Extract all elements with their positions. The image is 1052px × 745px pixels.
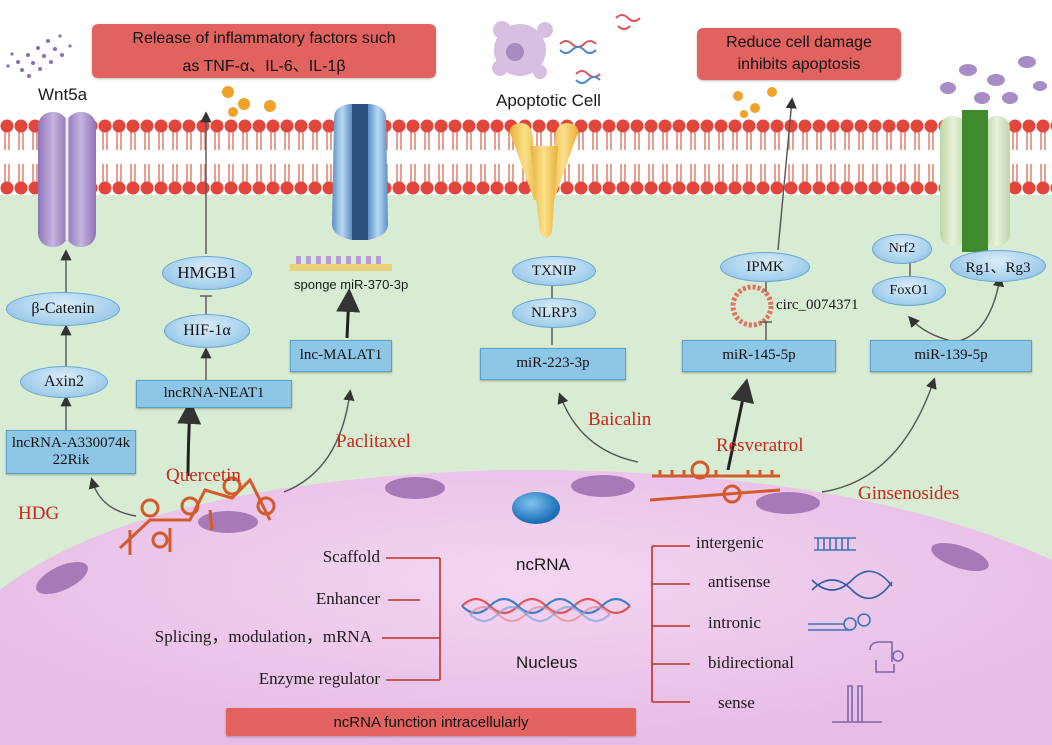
- rg1-rg3-node: Rg1、Rg3: [950, 250, 1046, 282]
- type-intronic: intronic: [708, 613, 761, 632]
- nucleus: [0, 469, 1052, 745]
- reduce-banner-line2: inhibits apoptosis: [737, 56, 861, 73]
- type-intergenic: intergenic: [696, 533, 764, 552]
- circrna-icon: [730, 284, 774, 328]
- mir-223-3p-box: miR-223-3p: [480, 348, 626, 380]
- hif-1a-node: HIF-1α: [164, 314, 250, 348]
- ncrna-strand-icon: [461, 597, 631, 623]
- nrf2-node: Nrf2: [872, 234, 932, 264]
- function-banner-text: ncRNA function intracellularly: [333, 714, 529, 731]
- reduce-banner-line1: Reduce cell damage: [726, 34, 872, 51]
- beta-catenin-node: β-Catenin: [6, 292, 120, 326]
- reduce-damage-banner: Reduce cell damage inhibits apoptosis: [697, 28, 901, 80]
- sponge-mir-370-3p-label: sponge miR-370-3p: [294, 277, 409, 292]
- antisense-icon: [811, 570, 893, 600]
- hdg-rna-icon: [118, 476, 276, 555]
- inflammatory-banner: Release of inflammatory factors such as …: [92, 24, 436, 78]
- apoptotic-cell-icon: [492, 21, 553, 79]
- inflammatory-banner-line2: as TNF-α、IL-6、IL-1β: [182, 58, 346, 75]
- intergenic-icon: [814, 537, 856, 551]
- wnt5a-particles-icon: [6, 34, 72, 78]
- nlrp3-node: NLRP3: [512, 298, 596, 328]
- txnip-node: TXNIP: [512, 256, 596, 286]
- type-bidirectional: bidirectional: [708, 653, 794, 672]
- function-bracket: [382, 557, 441, 681]
- ncrna-label: ncRNA: [516, 555, 570, 574]
- sense-icon: [832, 685, 882, 723]
- hdg-label: HDG: [18, 503, 60, 524]
- dna-fragment-icon: [559, 14, 641, 84]
- function-banner: ncRNA function intracellularly: [226, 708, 636, 736]
- lncrna-a330074k22rik-box: lncRNA-A330074k22Rik: [6, 430, 136, 474]
- nucleus-label: Nucleus: [516, 653, 578, 672]
- apoptotic-cell-label: Apoptotic Cell: [496, 91, 601, 110]
- hmgb1-node: HMGB1: [162, 256, 252, 290]
- quercetin-label: Quercetin: [166, 465, 241, 486]
- lnc-malat1-box: lnc-MALAT1: [290, 340, 392, 372]
- bidirectional-icon: [869, 641, 904, 673]
- type-bracket: [651, 545, 690, 703]
- resveratrol-rna-icon: [649, 460, 781, 504]
- intronic-icon: [808, 613, 871, 631]
- resveratrol-label: Resveratrol: [716, 435, 804, 456]
- nucleolus: [512, 492, 560, 524]
- malat1-channel-icon: [332, 104, 388, 240]
- apoptosis-receptor-icon: [509, 123, 579, 238]
- lncrna-a330074k22rik-text: lncRNA-A330074k22Rik: [11, 434, 131, 468]
- wnt5a-label: Wnt5a: [38, 85, 88, 104]
- lncrna-neat1-box: lncRNA-NEAT1: [136, 380, 292, 408]
- ginsenosides-label: Ginsenosides: [858, 483, 960, 504]
- frizzled-receptor-icon: [38, 112, 96, 247]
- inflammatory-factor-dots: [222, 86, 777, 118]
- function-splicing: Splicing，modulation，mRNA: [154, 627, 372, 646]
- type-sense: sense: [718, 693, 755, 712]
- axin2-node: Axin2: [20, 366, 108, 398]
- foxo1-node: FoxO1: [872, 276, 946, 306]
- mir-145-5p-box: miR-145-5p: [682, 340, 836, 372]
- function-scaffold: Scaffold: [322, 547, 380, 566]
- sponge-rna-icon: [290, 256, 392, 271]
- function-enzyme-regulator: Enzyme regulator: [258, 669, 380, 688]
- type-icons: [808, 537, 904, 723]
- inflammatory-banner-line1: Release of inflammatory factors such: [132, 30, 396, 47]
- function-enhancer: Enhancer: [315, 589, 380, 608]
- ipmk-node: IPMK: [720, 252, 810, 282]
- ginsenoside-dots: [940, 56, 1047, 104]
- paclitaxel-label: Paclitaxel: [336, 431, 411, 452]
- type-antisense: antisense: [708, 572, 771, 591]
- circ-0074371-label: circ_0074371: [776, 297, 859, 313]
- mir-139-5p-box: miR-139-5p: [870, 340, 1032, 372]
- baicalin-label: Baicalin: [588, 409, 652, 430]
- ginsenoside-channel-icon: [940, 110, 1010, 252]
